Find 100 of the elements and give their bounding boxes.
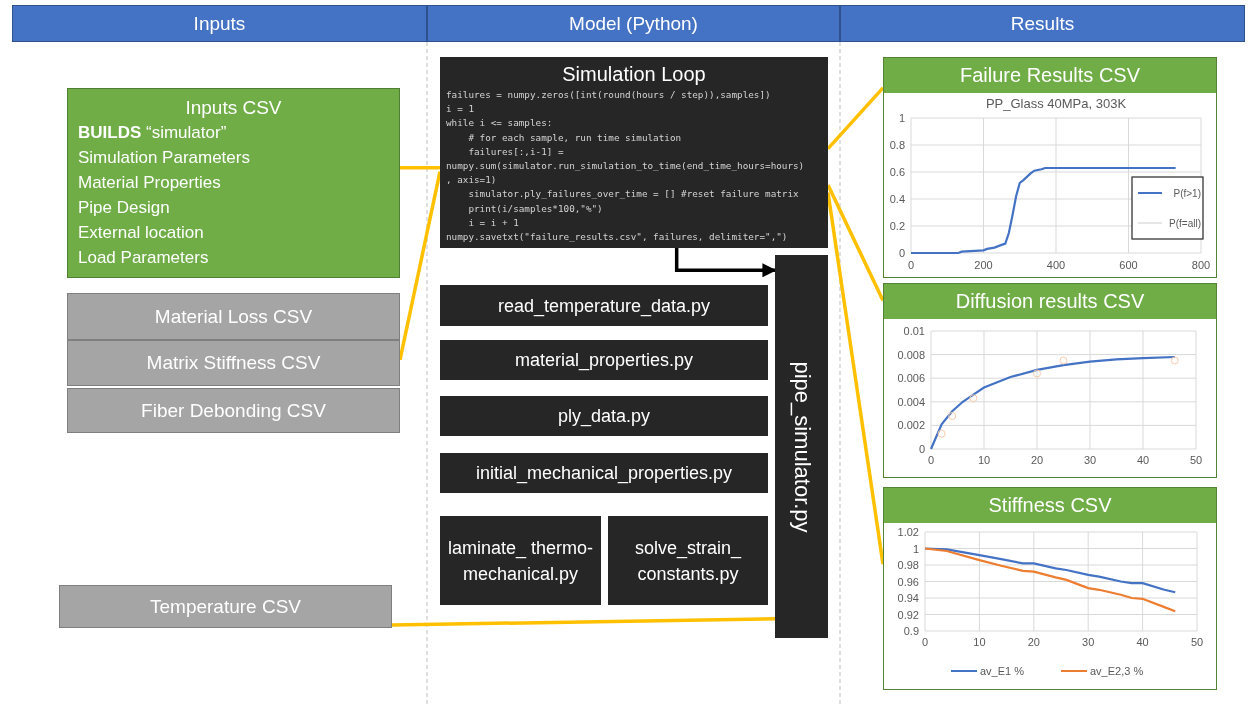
box-label: Fiber Debonding CSV	[141, 399, 326, 422]
tick-label: 30	[1083, 454, 1097, 466]
box-label: read_temperature_data.py	[496, 294, 712, 319]
code-line: i = i + 1	[467, 215, 520, 230]
box-label: Temperature CSV	[150, 595, 301, 618]
header-label: Model (Python)	[569, 12, 698, 35]
list-item: Simulation Parameters	[78, 147, 251, 169]
tick-label: 0.98	[897, 559, 919, 571]
input-box	[67, 388, 400, 433]
tick-label: 0.004	[897, 395, 925, 408]
code-line: numpy.sum(simulator.run_simulation_to_time(end_time_hours=hours)	[446, 159, 806, 173]
tick-label: 0	[898, 247, 905, 259]
module-box	[440, 340, 768, 380]
result-panel	[883, 283, 1217, 478]
tick-label: 0.008	[897, 348, 925, 361]
input-box	[67, 340, 400, 386]
connector-line	[391, 617, 776, 627]
box-title: Simulation Loop	[561, 63, 707, 86]
input-box	[67, 88, 400, 278]
tick-label: 400	[1046, 259, 1066, 271]
tick-label: 0.002	[897, 419, 925, 432]
tick-label: 40	[1136, 454, 1150, 466]
panel-header: Diffusion results CSV	[884, 284, 1216, 319]
code-line: numpy.savetxt("failure_results.csv", failures, delimiter=",")	[446, 230, 789, 245]
code-line: print(i/samples*100,"%")	[467, 201, 604, 216]
column-header	[840, 5, 1245, 42]
box-label: laminate_ thermo- mechanical.py	[446, 536, 595, 586]
tick-label: 0.01	[903, 325, 925, 337]
tick-label: 0.4	[889, 193, 905, 205]
module-box	[440, 285, 768, 326]
tick-label: 0.006	[897, 372, 925, 385]
tick-label: 0.92	[897, 608, 919, 621]
tick-label: 30	[1082, 636, 1095, 648]
column-header	[12, 5, 427, 42]
chart-title: PP_Glass 40MPa, 303K	[985, 96, 1127, 111]
tick-label: 0.96	[897, 575, 919, 588]
connector-line	[400, 166, 440, 170]
result-panel	[883, 57, 1217, 278]
box-label: Material Loss CSV	[154, 305, 313, 328]
tick-label: 0	[918, 443, 925, 455]
tick-label: 20	[1030, 454, 1044, 466]
panel-header: Stiffness CSV	[884, 488, 1216, 523]
arrow	[674, 248, 777, 278]
tick-label: 0.94	[897, 592, 919, 604]
tick-label: 800	[1191, 259, 1211, 271]
box-label: ply_data.py	[556, 405, 652, 429]
module-box	[608, 516, 768, 605]
tick-label: 10	[977, 454, 991, 466]
tick-label: 0.9	[903, 625, 919, 637]
connector-line	[398, 171, 442, 361]
list-item: Pipe Design	[78, 197, 171, 219]
box-title: Inputs CSV	[184, 96, 283, 120]
tick-label: 1	[912, 542, 919, 555]
module-box	[440, 453, 768, 493]
tick-label: 0.6	[889, 166, 905, 178]
code-box	[440, 57, 828, 248]
tick-label: 10	[973, 636, 986, 648]
legend-label: av_E2,3 %	[1090, 665, 1144, 677]
tick-label: 40	[1136, 636, 1149, 648]
tick-label: 0.2	[889, 220, 905, 232]
code-line: failures = numpy.zeros([int(round(hours / step)),samples])	[446, 88, 772, 102]
legend-label: av_E1 %	[980, 665, 1025, 677]
panel-header: Failure Results CSV	[884, 58, 1216, 93]
tick-label: 0	[921, 636, 929, 648]
list-item: Material Properties	[78, 172, 222, 194]
tick-label: 600	[1119, 259, 1138, 271]
legend-label: P(f>1)	[1173, 188, 1201, 199]
result-panel	[883, 487, 1217, 690]
tick-label: 0	[907, 259, 915, 271]
box-label: initial_mechanical_properties.py	[474, 462, 734, 486]
module-box	[440, 396, 768, 436]
code-line: , axis=1)	[446, 173, 498, 188]
input-box	[67, 293, 400, 340]
code-line: i = 1	[446, 102, 475, 117]
list-item: BUILDS “simulator”	[78, 122, 228, 144]
box-label: pipe_simulator.py	[788, 360, 815, 533]
header-label: Inputs	[193, 12, 246, 35]
module-box	[775, 255, 828, 638]
tick-label: 50	[1189, 454, 1203, 466]
legend-label: P(f=all)	[1169, 218, 1201, 229]
code-line: # for each sample, run time simulation	[467, 130, 683, 145]
tick-label: 20	[1027, 636, 1040, 648]
tick-label: 50	[1190, 636, 1204, 648]
tick-label: 1	[898, 112, 905, 124]
box-label: material_properties.py	[513, 349, 695, 373]
box-label: solve_strain_ constants.py	[633, 536, 743, 586]
code-line: failures[:,i-1] =	[467, 144, 565, 159]
tick-label: 1.02	[897, 526, 919, 538]
header-label: Results	[1010, 12, 1075, 35]
list-item: Load Parameters	[78, 247, 210, 269]
list-item: External location	[78, 222, 205, 244]
code-line: simulator.ply_failures_over_time = [] #reset failure matrix	[467, 187, 800, 202]
column-header	[427, 5, 840, 42]
module-box	[440, 516, 601, 605]
tick-label: 0.8	[889, 139, 905, 151]
code-line: while i <= samples:	[446, 116, 554, 131]
tick-label: 0	[927, 454, 935, 466]
input-box	[59, 585, 392, 628]
box-label: Matrix Stiffness CSV	[146, 352, 321, 374]
tick-label: 200	[974, 259, 993, 271]
